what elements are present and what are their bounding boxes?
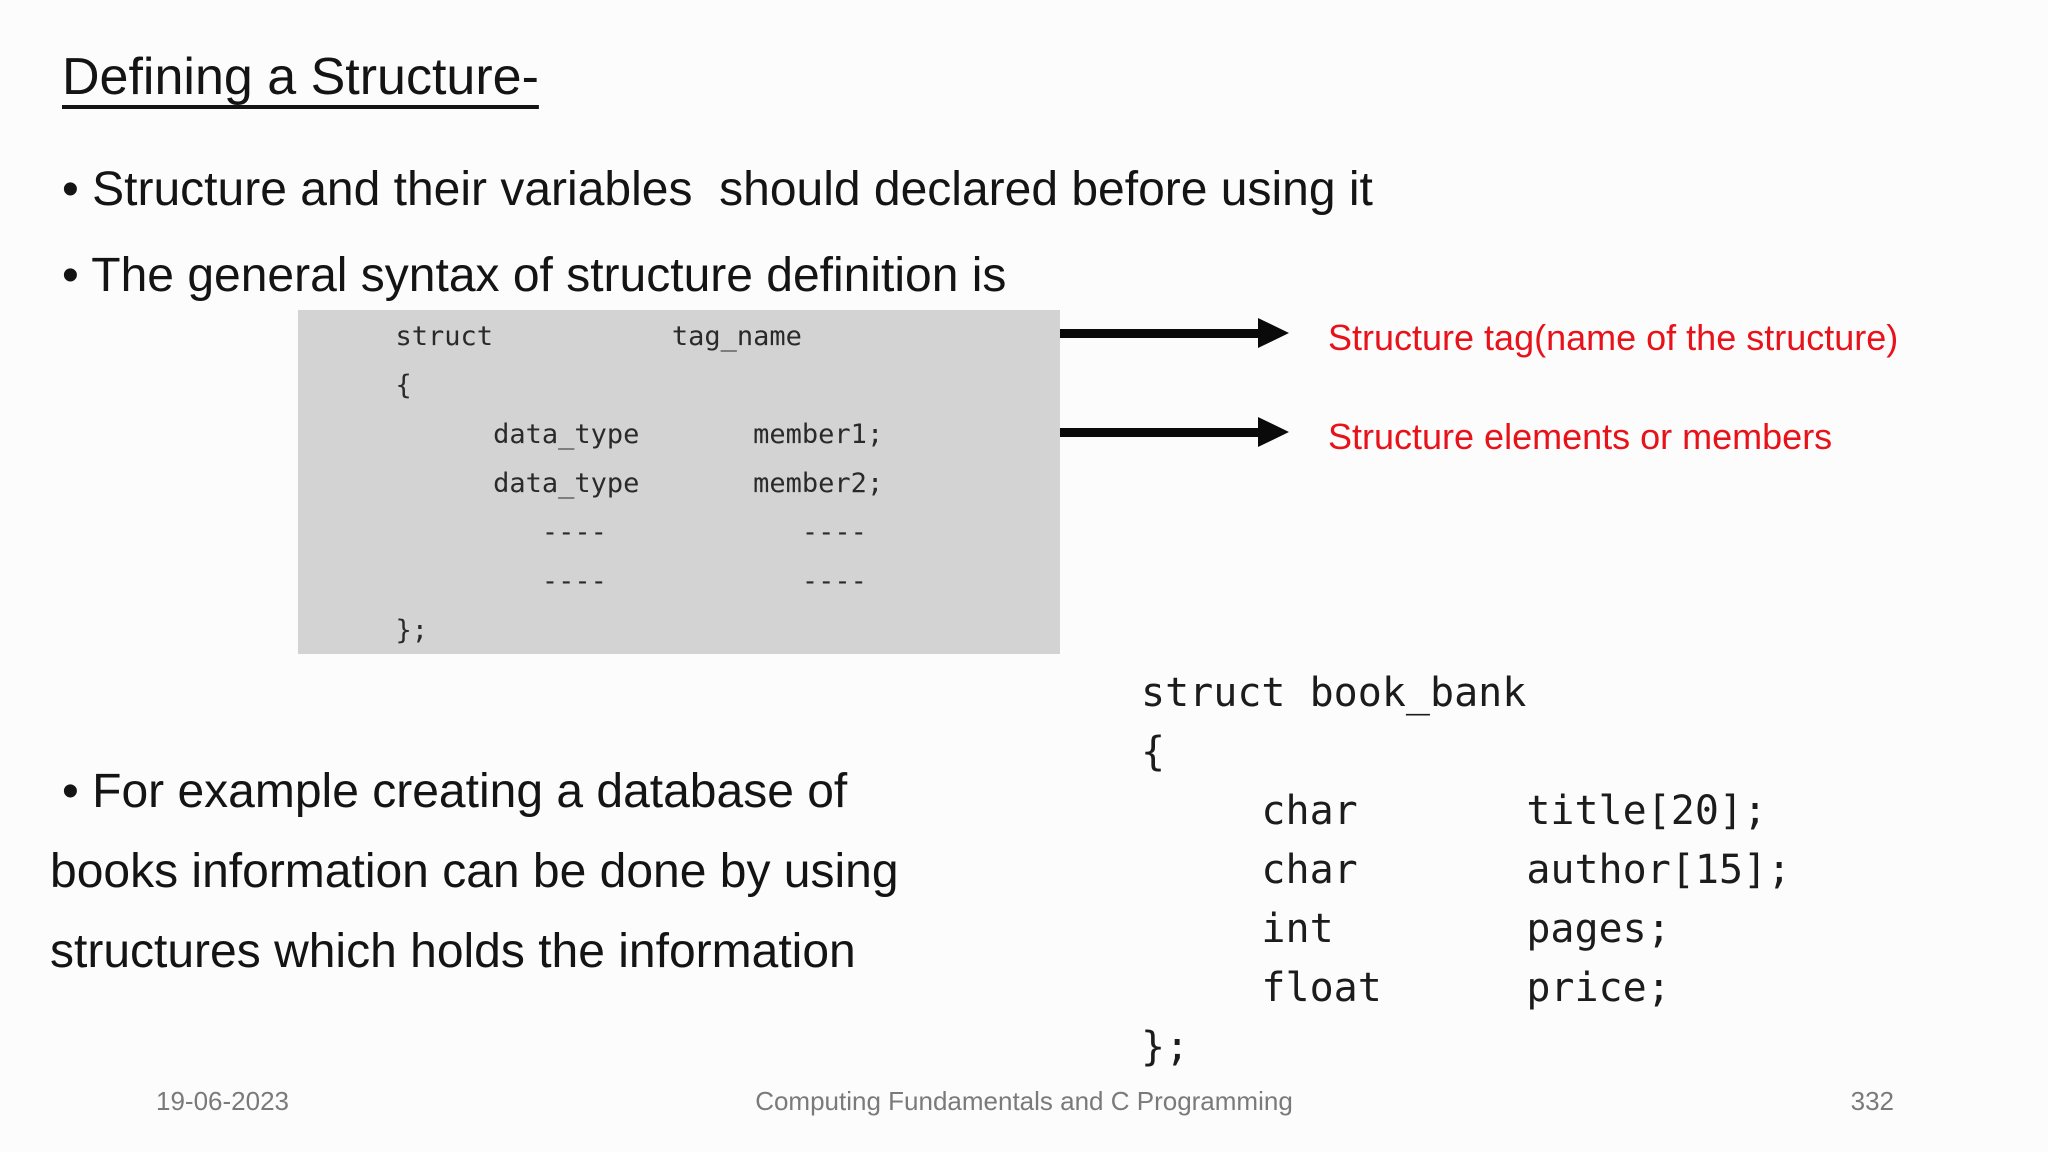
bullet-general-syntax: • The general syntax of structure defini… (62, 249, 1007, 302)
page-title: Defining a Structure- (62, 48, 539, 106)
code-line: }; (1141, 1024, 1190, 1070)
structure-members-annotation: Structure elements or members (1328, 416, 1833, 457)
arrow-to-structure-tag-head-icon (1258, 318, 1289, 348)
struct-syntax-box: struct tag_name { data_type member1; dat… (298, 310, 1060, 654)
syntax-line: ---- ---- (298, 566, 867, 597)
code-line: char title[20]; (1141, 788, 1768, 834)
arrow-to-structure-tag (1060, 329, 1259, 338)
code-line: char author[15]; (1141, 847, 1792, 893)
syntax-line: }; (298, 615, 429, 646)
structure-tag-annotation: Structure tag(name of the structure) (1328, 317, 1899, 358)
syntax-line: struct tag_name (298, 321, 802, 352)
syntax-line: data_type member2; (298, 468, 884, 499)
syntax-line: { (298, 370, 412, 401)
syntax-line: ---- ---- (298, 517, 867, 548)
bullet-declare-before-use: • Structure and their variables should d… (62, 163, 1373, 216)
footer-course-title: Computing Fundamentals and C Programming (755, 1086, 1293, 1116)
arrow-to-structure-members (1060, 428, 1259, 437)
code-line: int pages; (1141, 906, 1671, 952)
example-paragraph-line: • For example creating a database of (62, 765, 848, 818)
example-paragraph-line: books information can be done by using (50, 845, 899, 898)
footer-date: 19-06-2023 (156, 1086, 289, 1116)
arrow-to-structure-members-head-icon (1258, 417, 1289, 447)
syntax-line: data_type member1; (298, 419, 884, 450)
code-line: float price; (1141, 965, 1671, 1011)
footer-page-number: 332 (1850, 1086, 1894, 1116)
book-bank-code-block: struct book_bank { char title[20]; char … (1141, 664, 1791, 1077)
code-line: struct book_bank (1141, 670, 1527, 716)
code-line: { (1141, 729, 1166, 775)
example-paragraph-line: structures which holds the information (50, 925, 856, 978)
